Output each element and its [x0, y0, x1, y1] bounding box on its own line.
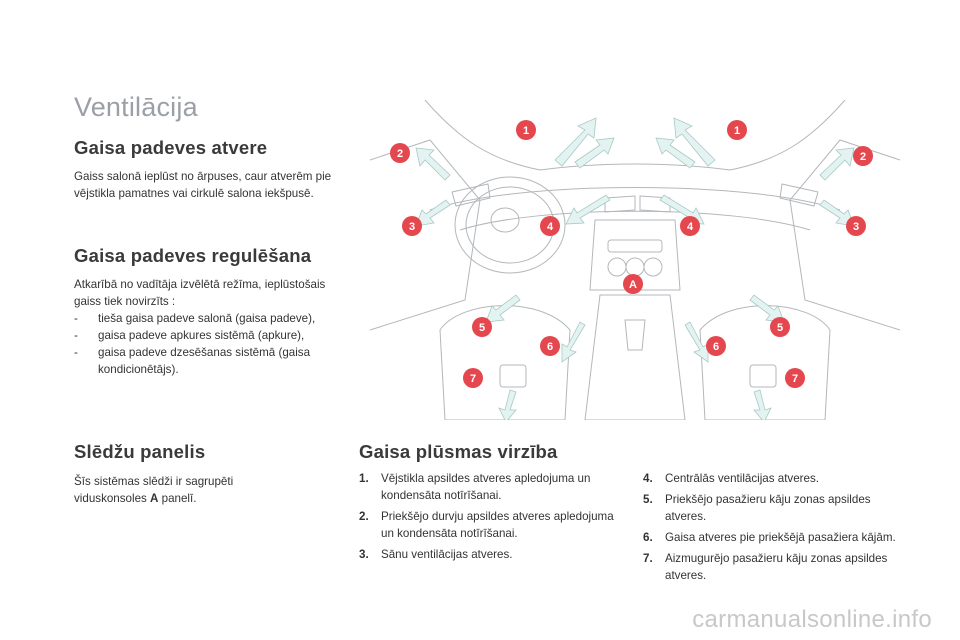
- section-heading-air-regulation: Gaisa padeves regulēšana: [74, 245, 312, 266]
- airflow-arrow: [565, 194, 611, 225]
- airflow-arrow: [749, 294, 785, 323]
- left-seat: [439, 305, 571, 420]
- airflow-arrow: [415, 147, 451, 181]
- list-item: 3.Sānu ventilācijas atveres.: [359, 548, 513, 561]
- control-panel-text: Šīs sistēmas slēdži ir sagrupēti vidusko…: [74, 475, 234, 505]
- air-inlet-text: Gaiss salonā ieplūst no ārpuses, caur at…: [74, 170, 332, 200]
- section-heading-air-inlet: Gaisa padeves atvere: [74, 137, 268, 158]
- section-air-inlet: Gaisa padeves atvere Gaiss salonā ieplūs…: [74, 137, 336, 202]
- left-a-pillar: [424, 100, 541, 171]
- centre-vent-left: [604, 195, 636, 213]
- airflow-arrow: [673, 117, 716, 167]
- dashboard-shelf: [429, 187, 841, 211]
- airflow-arrow: [554, 117, 597, 167]
- left-side-vent: [451, 183, 491, 207]
- centre-vent-right: [639, 195, 671, 213]
- badge-3-left: 3: [402, 216, 422, 236]
- console-knob-left: [607, 257, 627, 277]
- list-item: 2.Priekšējo durvju apsildes atveres aple…: [359, 510, 614, 540]
- badge-4-left: 4: [540, 216, 560, 236]
- section-air-regulation: Gaisa padeves regulēšana Atkarībā no vad…: [74, 245, 336, 378]
- centre-console: [589, 219, 681, 291]
- steering-wheel: [454, 176, 566, 274]
- badge-3-right: 3: [846, 216, 866, 236]
- dashboard-top-line: [539, 163, 731, 171]
- list-item: 4.Centrālās ventilācijas atveres.: [643, 472, 820, 485]
- airflow-arrow: [498, 389, 517, 420]
- right-seat: [699, 305, 831, 420]
- section-air-flow: Gaisa plūsmas virzība: [359, 441, 919, 463]
- console-button-row: [607, 239, 663, 253]
- air-regulation-list: -tieša gaisa padeve salonā (gaisa padeve…: [74, 310, 336, 378]
- dashboard-lower: [459, 210, 811, 231]
- badge-2-right: 2: [853, 146, 873, 166]
- list-item: 7.Aizmugurējo pasažieru kāju zonas apsil…: [643, 552, 888, 582]
- airflow-arrow: [684, 321, 709, 363]
- list-item: 5.Priekšējo pasažieru kāju zonas apsilde…: [643, 493, 871, 523]
- badge-6-left: 6: [540, 336, 560, 356]
- svg-text:6: 6: [547, 341, 553, 353]
- svg-text:3: 3: [853, 221, 859, 233]
- airflow-arrow: [753, 389, 772, 420]
- console-knob-right: [643, 257, 663, 277]
- gear-lever: [624, 319, 646, 351]
- badge-4-right: 4: [680, 216, 700, 236]
- svg-text:5: 5: [777, 322, 783, 334]
- airflow-arrow: [485, 294, 521, 323]
- list-item: 1.Vējstikla apsildes atveres apledojuma …: [359, 472, 591, 502]
- airflow-arrow: [561, 321, 586, 363]
- rear-foot-vent-left: [499, 364, 527, 388]
- right-a-pillar: [729, 100, 846, 171]
- section-control-panel: Slēdžu panelis Šīs sistēmas slēdži ir sa…: [74, 441, 336, 507]
- badge-5-right: 5: [770, 317, 790, 337]
- section-heading-control-panel: Slēdžu panelis: [74, 441, 206, 462]
- badge-2-left: 2: [390, 143, 410, 163]
- steering-logo: [490, 207, 520, 233]
- air-flow-list-right: 4.Centrālās ventilācijas atveres. 5.Prie…: [643, 470, 913, 588]
- svg-text:5: 5: [479, 322, 485, 334]
- watermark: carmanualsonline.info: [692, 606, 932, 633]
- centre-tunnel: [584, 294, 686, 420]
- list-item: -gaisa padeve dzesēšanas sistēmā (gaisa …: [74, 346, 311, 376]
- section-heading-air-flow: Gaisa plūsmas virzība: [359, 441, 558, 462]
- right-side-vent: [779, 183, 819, 207]
- svg-text:7: 7: [792, 373, 798, 385]
- badge-group: 1 1 2 2 3 3 4 4 5 5 6 6 7 7 A: [390, 120, 873, 388]
- list-item: 6.Gaisa atveres pie priekšējā pasažiera …: [643, 531, 896, 544]
- air-regulation-intro: Atkarībā no vadītāja izvēlētā režīma, ie…: [74, 278, 326, 308]
- right-door-outline: [789, 139, 900, 331]
- svg-text:3: 3: [409, 221, 415, 233]
- console-knob-centre: [625, 257, 645, 277]
- airflow-arrow: [415, 199, 451, 227]
- airflow-arrow: [655, 137, 696, 169]
- car-interior-illustration: 1 1 2 2 3 3 4 4 5 5 6 6 7 7 A: [370, 100, 900, 420]
- airflow-arrow: [574, 137, 615, 169]
- svg-text:1: 1: [523, 125, 529, 137]
- badge-1-right: 1: [727, 120, 747, 140]
- airflow-arrow: [819, 147, 855, 181]
- badge-1-left: 1: [516, 120, 536, 140]
- rear-foot-vent-right: [749, 364, 777, 388]
- svg-text:A: A: [629, 279, 637, 291]
- svg-text:4: 4: [687, 221, 694, 233]
- svg-text:2: 2: [397, 148, 403, 160]
- list-item: -gaisa padeve apkures sistēmā (apkure),: [74, 329, 305, 342]
- badge-5-left: 5: [472, 317, 492, 337]
- page-title: Ventilācija: [74, 92, 198, 122]
- svg-text:2: 2: [860, 151, 866, 163]
- svg-text:6: 6: [713, 341, 719, 353]
- svg-text:7: 7: [470, 373, 476, 385]
- badge-6-right: 6: [706, 336, 726, 356]
- air-flow-list-left: 1.Vējstikla apsildes atveres apledojuma …: [359, 470, 621, 567]
- svg-text:1: 1: [734, 125, 740, 137]
- badge-a: A: [623, 274, 643, 294]
- badge-7-left: 7: [463, 368, 483, 388]
- svg-text:4: 4: [547, 221, 554, 233]
- badge-7-right: 7: [785, 368, 805, 388]
- left-door-outline: [370, 139, 481, 331]
- list-item: -tieša gaisa padeve salonā (gaisa padeve…: [74, 312, 316, 325]
